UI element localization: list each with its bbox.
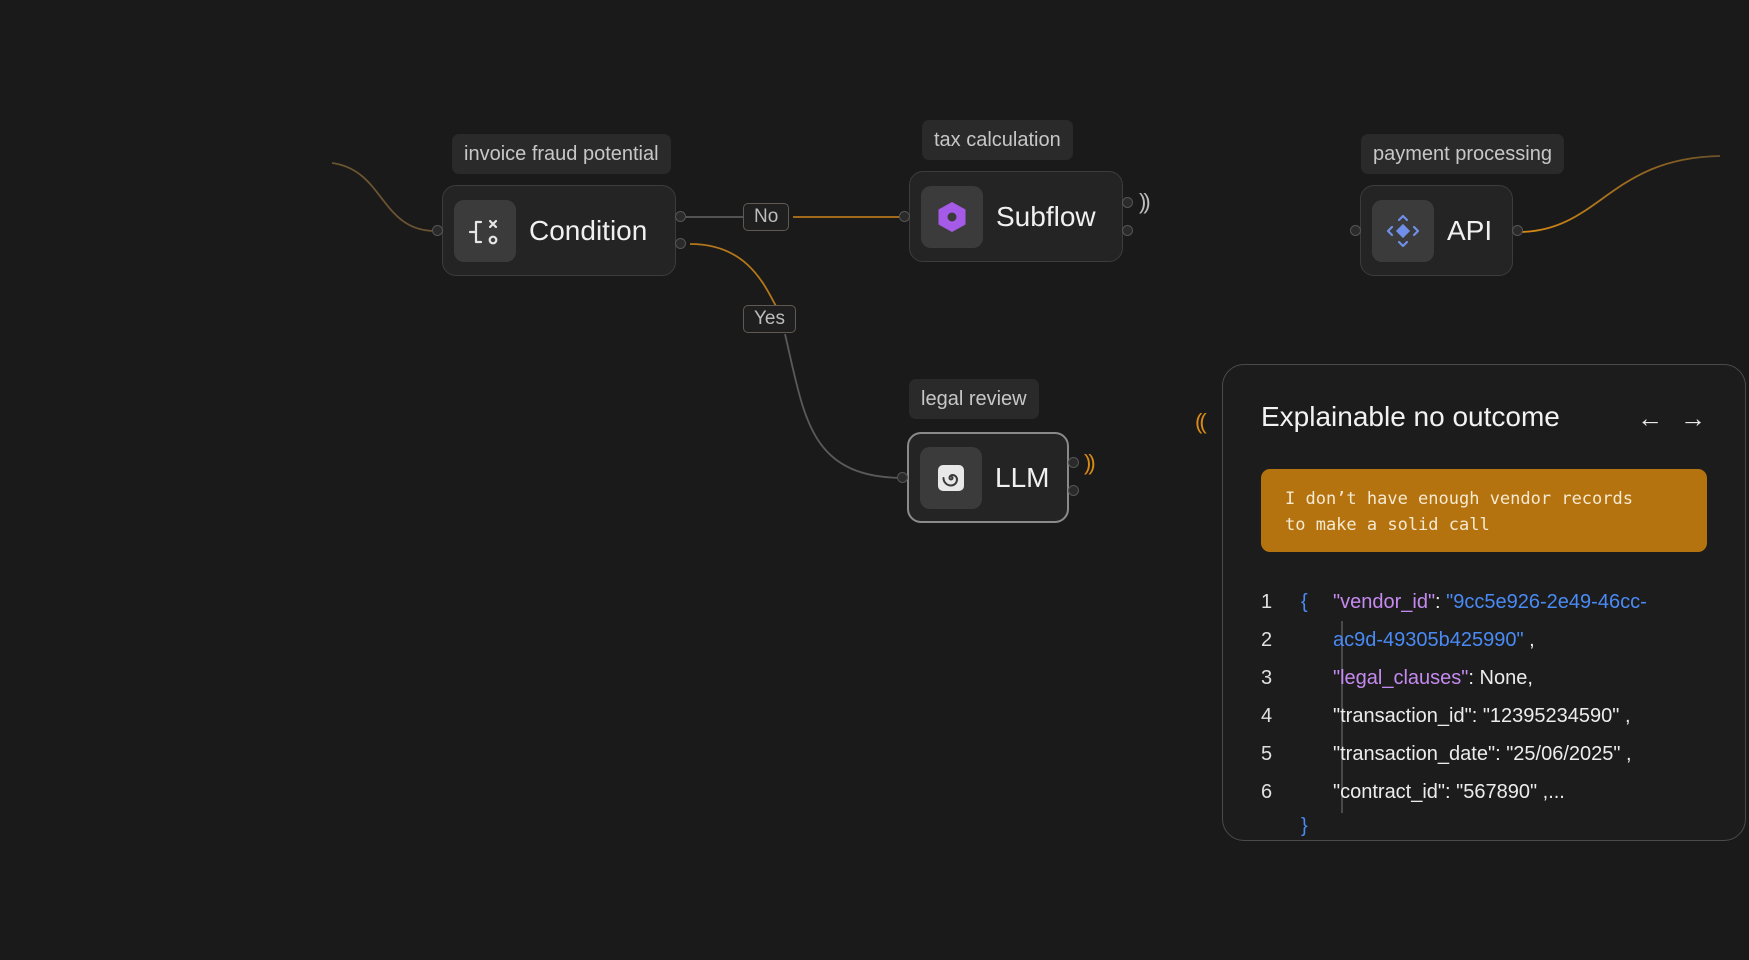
tag-invoice-fraud-potential: invoice fraud potential [452,134,671,174]
explanation-panel: Explainable no outcome ← → I don’t have … [1222,364,1746,841]
api-node[interactable]: API [1360,185,1513,276]
llm-spiral-icon [920,446,982,509]
json-entry: "contract_id": "567890" ,... [1333,781,1565,803]
condition-input-port[interactable] [432,225,443,236]
panel-signal-icon: (( [1195,409,1207,434]
next-arrow-icon[interactable]: → [1680,403,1706,433]
json-key: "legal_clauses" [1333,667,1469,689]
json-key: "vendor_id" [1333,591,1436,613]
llm-output-port-2[interactable] [1068,485,1079,496]
close-brace: } [1301,815,1308,837]
llm-node[interactable]: LLM [907,432,1069,523]
subflow-signal-icon: )) [1139,189,1151,214]
tag-tax-calculation: tax calculation [922,120,1073,160]
json-entry: "transaction_id": "12395234590" , [1333,705,1631,727]
tag-payment-processing: payment processing [1361,134,1564,174]
edge-label-yes[interactable]: Yes [743,305,796,333]
edge-yes-llm [784,333,906,479]
subflow-label: Subflow [996,200,1096,232]
json-tail: : None, [1468,667,1533,689]
subflow-input-port[interactable] [899,211,910,222]
api-input-port[interactable] [1350,225,1361,236]
condition-yes-port[interactable] [675,238,686,249]
json-sep: : [1435,591,1447,613]
condition-node[interactable]: Condition [442,185,676,276]
open-brace: { [1301,591,1308,613]
subflow-output-port-2[interactable] [1122,225,1133,236]
subflow-output-port-1[interactable] [1122,197,1133,208]
subflow-hexagon-icon [921,185,983,248]
llm-signal-icon: )) [1084,450,1096,475]
code-indent-guide [1341,621,1343,813]
line-number: 6 [1261,781,1273,803]
llm-label: LLM [995,461,1050,493]
line-number: 5 [1261,743,1273,765]
llm-input-port[interactable] [897,472,908,483]
json-value: ac9d-49305b425990" [1333,629,1524,651]
alert-line-1: I don’t have enough vendor records [1285,489,1633,509]
alert-line-2: to make a solid call [1285,515,1490,535]
prev-arrow-icon[interactable]: ← [1637,403,1663,433]
outcome-alert: I don’t have enough vendor records to ma… [1261,469,1707,552]
llm-output-port-1[interactable] [1068,457,1079,468]
edge-label-no[interactable]: No [743,203,790,231]
json-tail: , [1523,629,1535,651]
api-arrows-icon [1372,199,1434,262]
api-output-port[interactable] [1512,225,1523,236]
line-number: 2 [1261,629,1273,651]
line-number: 3 [1261,667,1273,689]
panel-title: Explainable no outcome [1261,401,1560,432]
json-value: "9cc5e926-2e49-46cc- [1446,591,1647,613]
condition-icon [454,199,516,262]
line-number: 4 [1261,705,1273,727]
json-entry: "transaction_date": "25/06/2025" , [1333,743,1632,765]
api-label: API [1447,214,1493,246]
condition-label: Condition [529,214,648,246]
condition-no-port[interactable] [675,211,686,222]
edge-incoming-condition [331,162,438,232]
line-number: 1 [1261,591,1273,613]
tag-legal-review: legal review [909,379,1039,419]
subflow-node[interactable]: Subflow [909,171,1123,262]
